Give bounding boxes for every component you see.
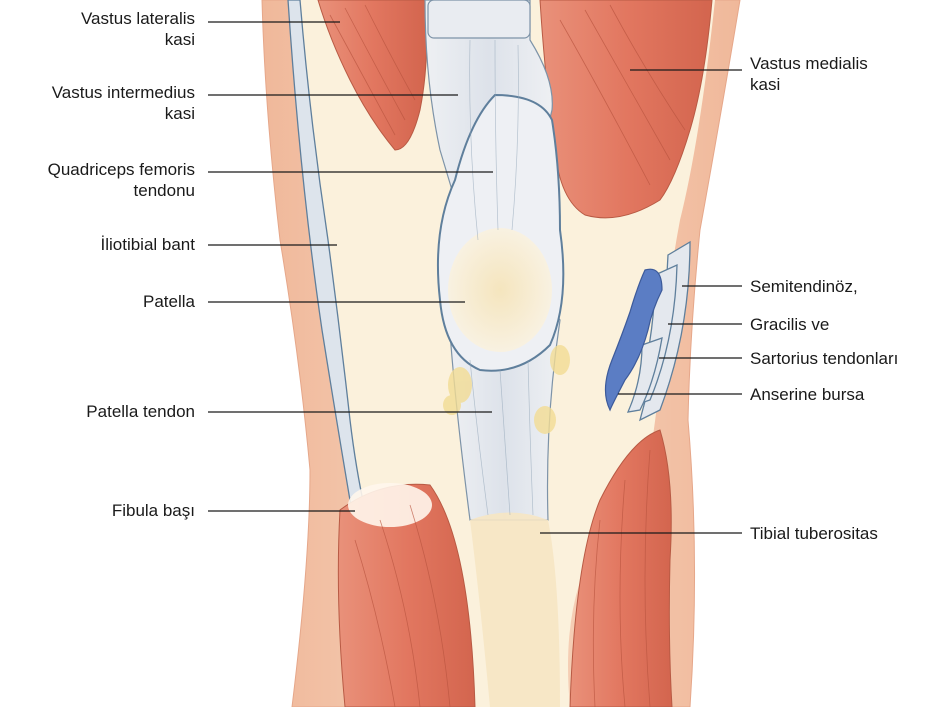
label-gracilis: Gracilis ve [750, 314, 829, 335]
fibula-head-highlight [348, 483, 432, 527]
label-semitendinoz: Semitendinöz, [750, 276, 858, 297]
label-patella: Patella [143, 291, 195, 312]
label-anserine-bursa: Anserine bursa [750, 384, 864, 405]
femur-shaft [428, 0, 530, 38]
label-fibula-basi: Fibula başı [112, 500, 195, 521]
label-patella-tendon: Patella tendon [86, 401, 195, 422]
label-tibial-tuberositas: Tibial tuberositas [750, 523, 878, 544]
patella-core [448, 228, 552, 352]
label-iliotibial-bant: İliotibial bant [100, 234, 195, 255]
label-sartorius: Sartorius tendonları [750, 348, 898, 369]
